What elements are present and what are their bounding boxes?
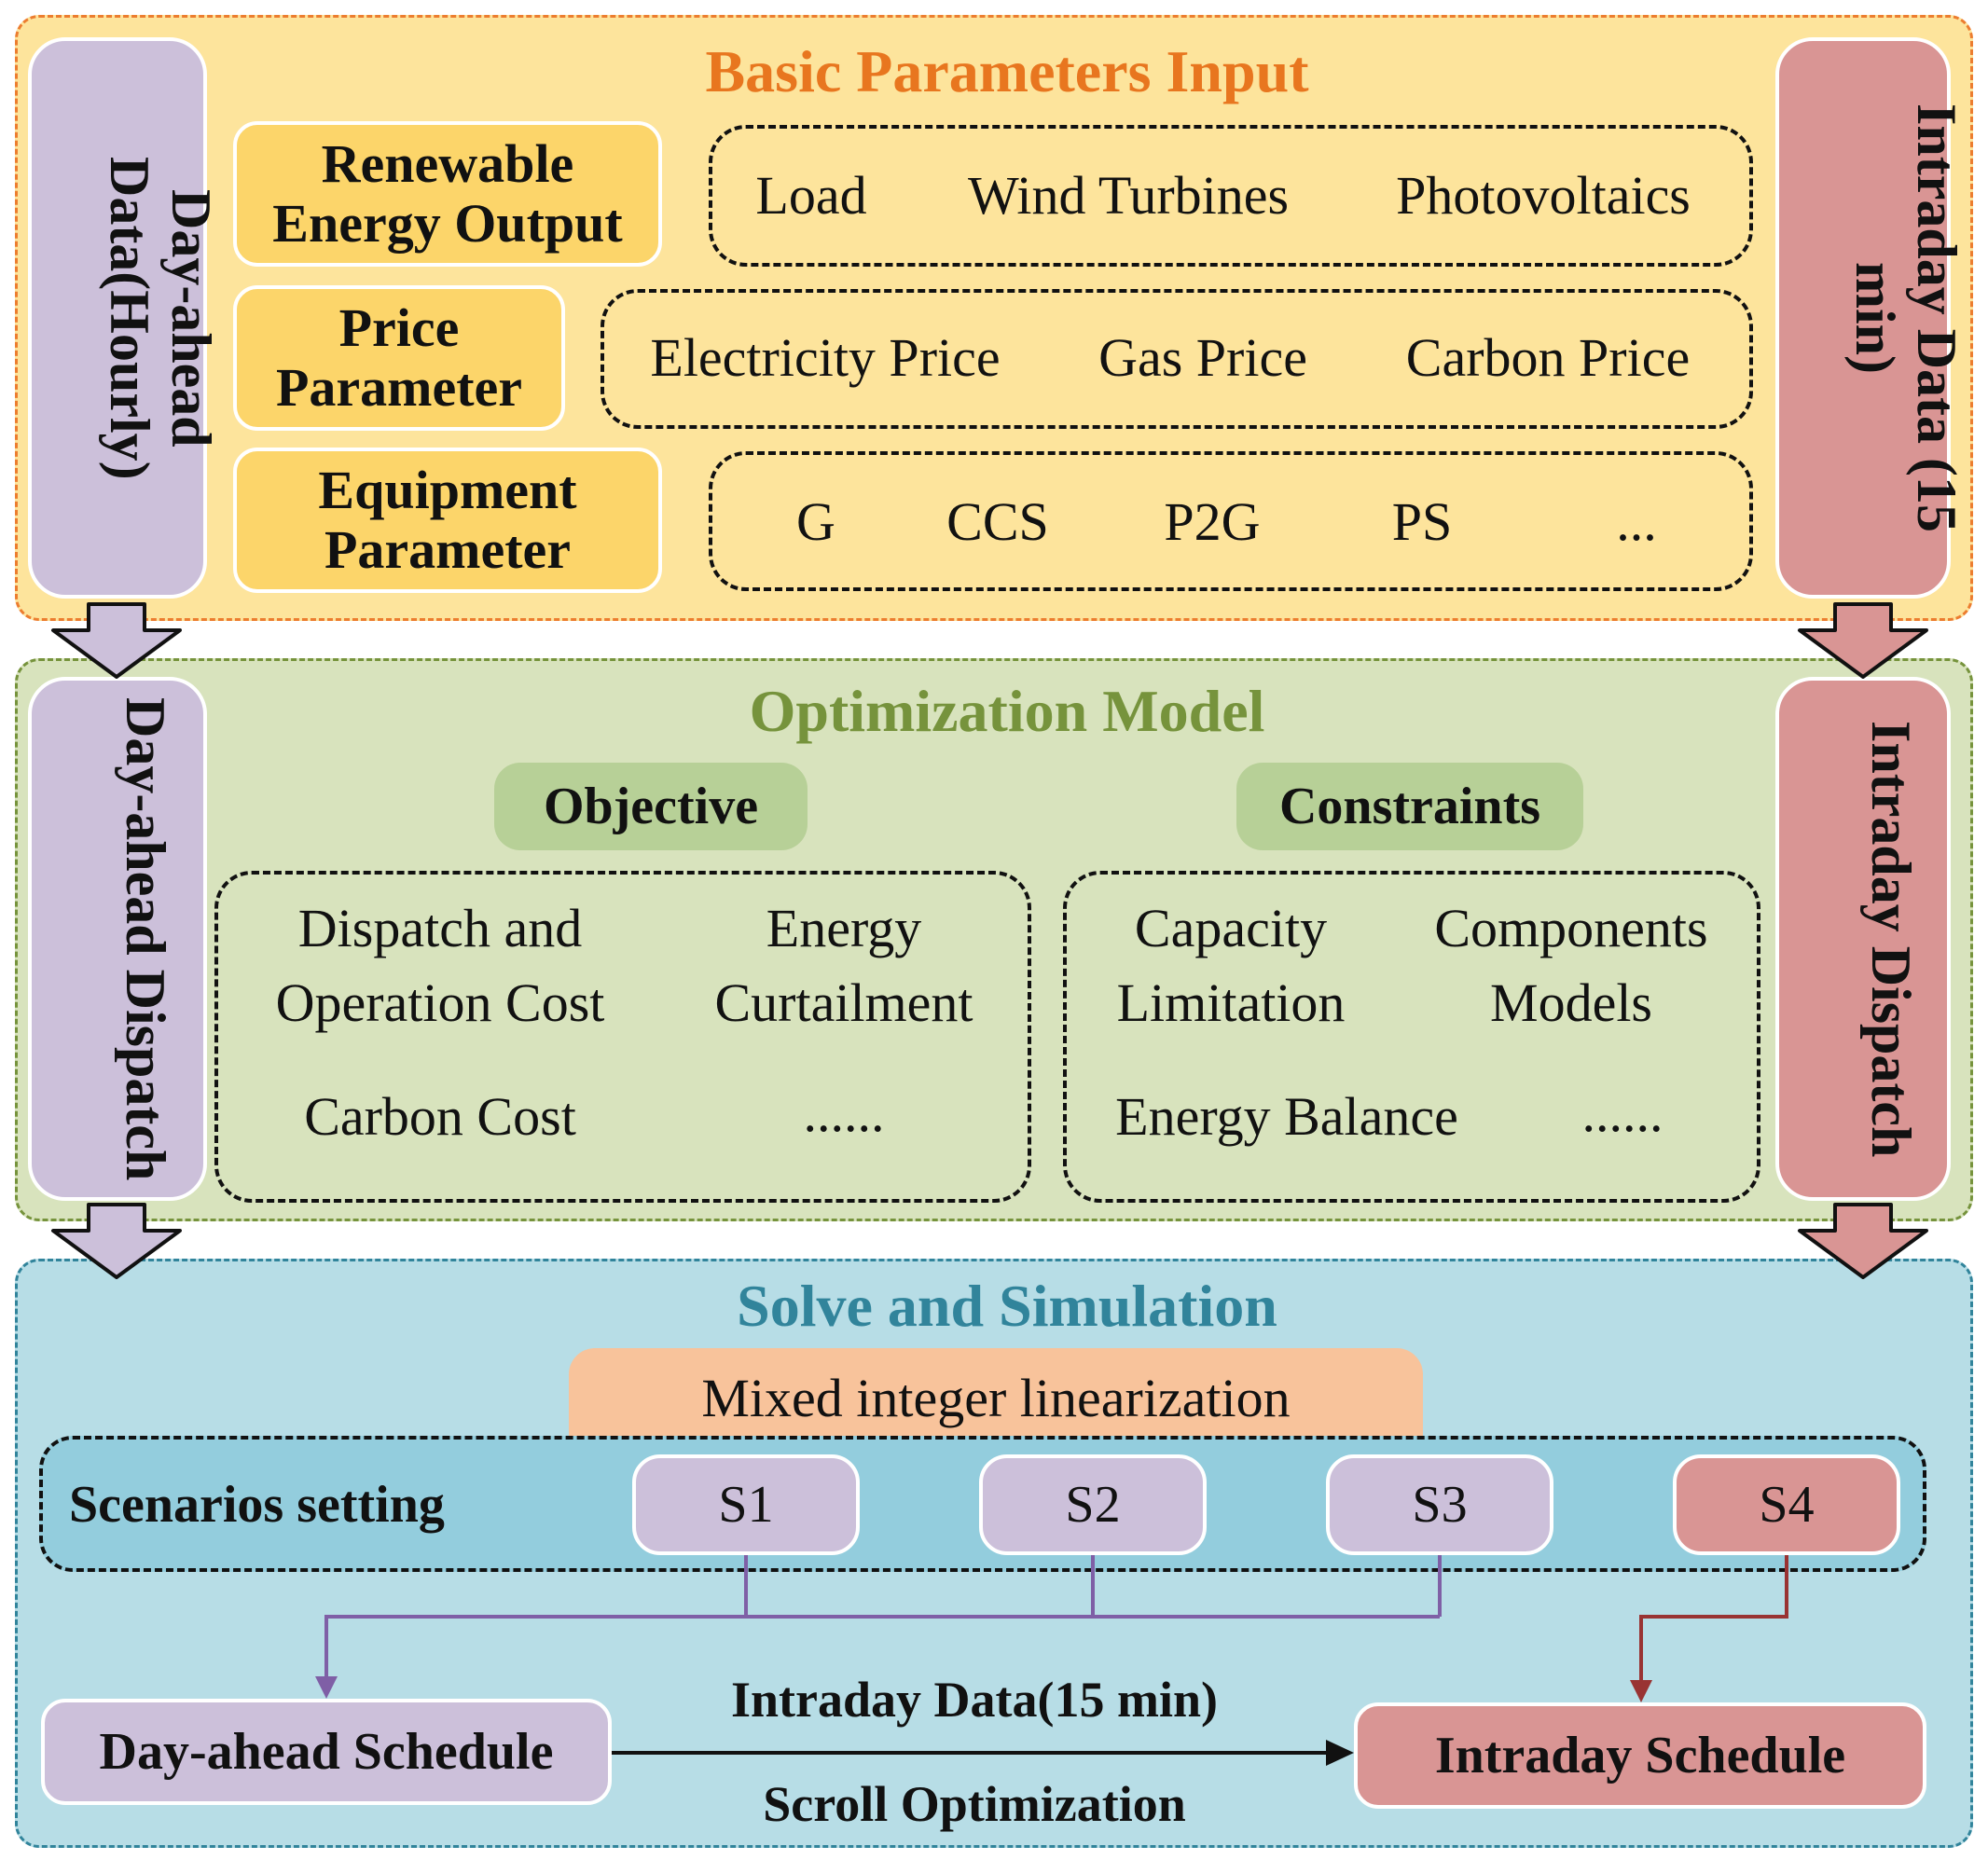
red-connector <box>1639 1555 1788 1682</box>
day-ahead-dispatch-column: Day-ahead Dispatch <box>28 677 207 1201</box>
energy-balance-item: Energy Balance <box>1115 1086 1458 1147</box>
ccs-item: CCS <box>946 491 1049 552</box>
intraday-data-label: Intraday Data (15 min) <box>1844 103 1967 532</box>
arrow-down-intraday-2 <box>1798 1203 1928 1279</box>
day-ahead-schedule-box: Day-ahead Schedule <box>41 1699 612 1805</box>
more-equipment-item: ... <box>1616 491 1657 552</box>
constraints-ellipsis: ...... <box>1581 1082 1664 1143</box>
g-item: G <box>796 491 835 552</box>
load-item: Load <box>755 165 867 226</box>
equipment-items-box <box>709 451 1753 591</box>
p2g-item: P2G <box>1164 491 1261 552</box>
objective-pill: Objective <box>494 763 808 850</box>
objective-box <box>214 871 1031 1203</box>
renewable-items-box <box>709 125 1753 267</box>
scenario-s1: S1 <box>632 1454 860 1555</box>
gas-price-item: Gas Price <box>1098 327 1307 388</box>
scenarios-label: Scenarios setting <box>69 1476 445 1534</box>
day-ahead-dispatch-label: Day-ahead Dispatch <box>115 696 176 1181</box>
purple-connector <box>324 1555 1442 1678</box>
arrow-down-dayahead-1 <box>51 602 182 679</box>
constraints-box <box>1063 871 1760 1203</box>
arrow-top-label: Intraday Data(15 min) <box>731 1672 1218 1728</box>
intraday-data-column: Intraday Data (15 min) <box>1775 37 1967 599</box>
mixed-integer-box <box>569 1348 1423 1451</box>
schedule-arrowhead <box>1326 1740 1354 1766</box>
day-ahead-data-label: Day-ahead Data(Hourly) <box>99 156 222 480</box>
mixed-integer-label: Mixed integer linearization <box>701 1368 1291 1428</box>
intraday-dispatch-label: Intraday Dispatch <box>1860 720 1922 1158</box>
arrow-down-dayahead-2 <box>51 1203 182 1279</box>
objective-ellipsis: ...... <box>803 1082 885 1143</box>
carbon-price-item: Carbon Price <box>1405 327 1691 388</box>
dispatch-operation-cost-item: Dispatch and Operation Cost <box>275 898 605 1033</box>
scenario-s2: S2 <box>979 1454 1207 1555</box>
components-models-item: Components Models <box>1434 898 1708 1033</box>
model-section <box>15 658 1973 1221</box>
price-parameter-label: Price Parameter <box>233 285 565 431</box>
intraday-schedule-box: Intraday Schedule <box>1354 1702 1926 1809</box>
energy-curtailment-item: Energy Curtailment <box>714 898 973 1033</box>
arrow-down-intraday-1 <box>1798 602 1928 679</box>
photovoltaics-item: Photovoltaics <box>1396 165 1691 226</box>
scenario-s4: S4 <box>1673 1454 1900 1555</box>
red-arrowhead <box>1630 1680 1652 1702</box>
input-section-title: Basic Parameters Input <box>705 38 1309 104</box>
capacity-limitation-item: Capacity Limitation <box>1116 898 1346 1033</box>
arrow-bottom-label: Scroll Optimization <box>763 1776 1186 1832</box>
ps-item: PS <box>1391 491 1453 552</box>
model-section-title: Optimization Model <box>749 678 1265 744</box>
day-ahead-data-column: Day-ahead Data(Hourly) <box>28 37 222 599</box>
renewable-energy-label: Renewable Energy Output <box>233 121 662 267</box>
wind-turbines-item: Wind Turbines <box>967 165 1290 226</box>
carbon-cost-item: Carbon Cost <box>304 1086 576 1147</box>
solve-section-title: Solve and Simulation <box>737 1273 1277 1339</box>
purple-arrowhead <box>315 1676 338 1699</box>
intraday-dispatch-column: Intraday Dispatch <box>1775 677 1951 1201</box>
scenario-s3: S3 <box>1326 1454 1553 1555</box>
equipment-parameter-label: Equipment Parameter <box>233 448 662 593</box>
electricity-price-item: Electricity Price <box>650 327 1001 388</box>
constraints-pill: Constraints <box>1236 763 1583 850</box>
price-items-box <box>601 289 1753 429</box>
